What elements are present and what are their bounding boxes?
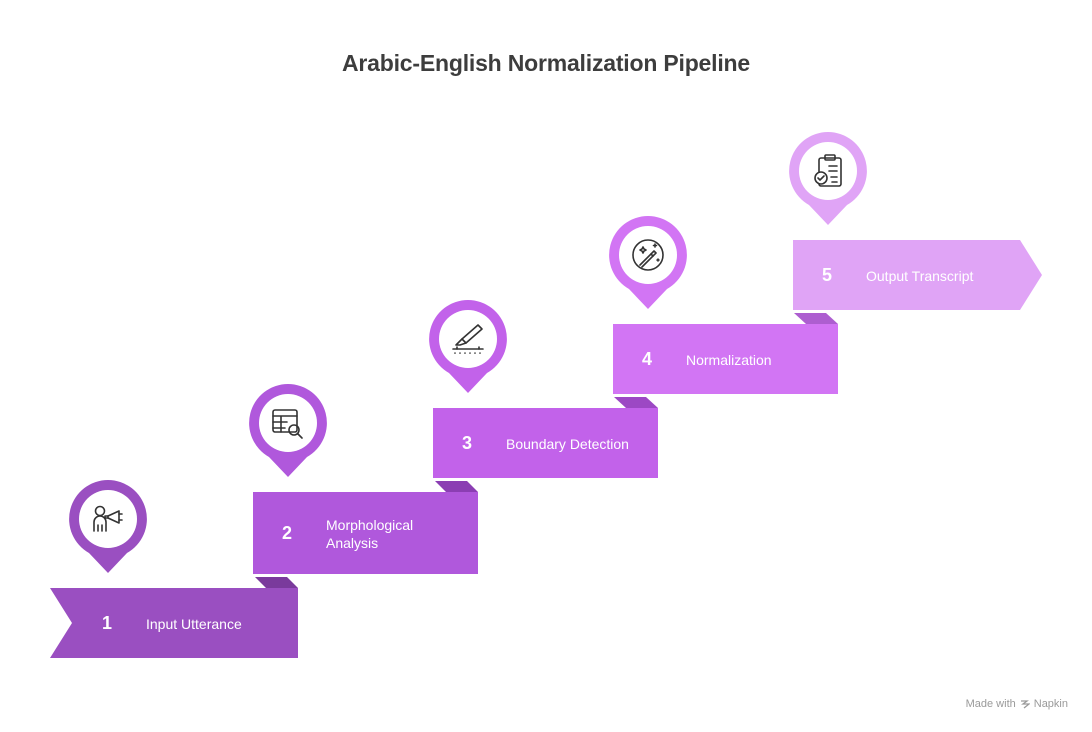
napkin-logo-icon [1020,700,1030,709]
step-2-label-line-2: Analysis [326,535,379,551]
step-4-fold [794,313,838,324]
diagram-title: Arabic-English Normalization Pipeline [342,50,750,76]
step-1-pin [67,478,149,578]
step-5-number: 5 [822,265,833,285]
step-4-number: 4 [642,349,653,369]
step-3-label: Boundary Detection [506,436,629,452]
step-1-number: 1 [102,613,113,633]
step-1-fold [255,577,298,588]
table-search-icon [272,409,303,439]
step-4-banner [613,324,838,394]
person-megaphone-icon [93,505,123,532]
step-5-label: Output Transcript [866,268,974,284]
clipboard-check-icon [814,154,842,187]
step-2-label: Morphological Analysis [326,516,413,552]
step-5-banner [793,240,1042,310]
step-2-label-line-1: Morphological [326,517,414,533]
step-3-banner [433,408,658,478]
step-3-fold [614,397,658,408]
step-5-pin [787,130,869,230]
step-1-label: Input Utterance [146,616,242,632]
step-2-fold [435,481,478,492]
made-with-text: Made with [965,698,1016,710]
step-3-number: 3 [462,433,473,453]
step-2-pin [247,382,329,482]
step-2-banner [253,492,478,574]
step-2-number: 2 [282,523,293,543]
step-1-banner [50,588,298,658]
scalpel-icon [452,324,484,354]
napkin-brand-text: Napkin [1033,698,1068,710]
step-3-pin [427,298,509,398]
magic-wand-icon [632,239,664,271]
napkin-watermark: Made with Napkin [966,698,1068,710]
step-4-pin [607,214,689,314]
step-4-label: Normalization [686,352,772,368]
